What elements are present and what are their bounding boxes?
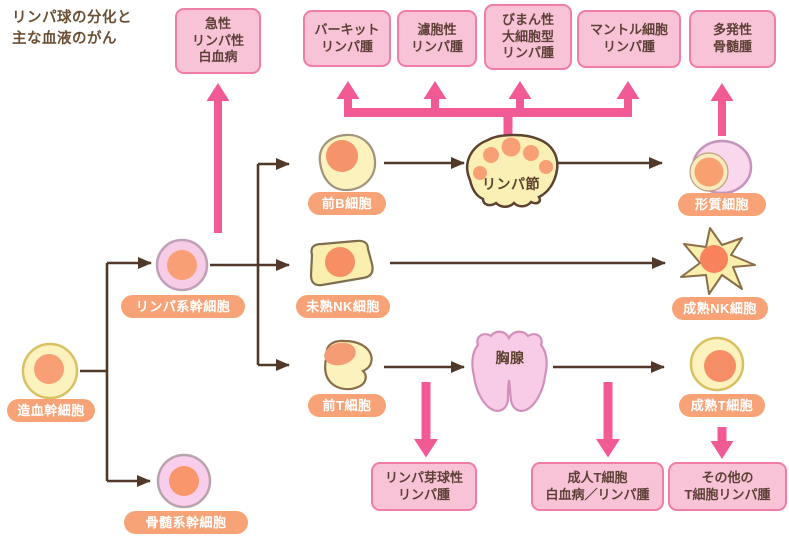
cancer-box-label: バーキット リンパ腫 bbox=[314, 21, 380, 54]
cancer-box-label: びまん性 大細胞型 リンパ腫 bbox=[501, 11, 554, 61]
cancer-box-label: マントル細胞 リンパ腫 bbox=[589, 22, 668, 54]
lineage-connectors bbox=[80, 157, 666, 487]
cancer-box-mantle-cell-lymphoma: マントル細胞 リンパ腫 bbox=[577, 10, 681, 68]
cancer-box-burkitt-lymphoma: バーキット リンパ腫 bbox=[303, 10, 391, 67]
diagram-title: リンパ球の分化と 主な血液のがん bbox=[12, 10, 132, 48]
lymphoid-stem-cell-icon bbox=[155, 238, 209, 292]
cancer-box-label: リンパ芽球性 リンパ腫 bbox=[384, 469, 463, 502]
mature-t-cell-icon bbox=[689, 336, 745, 392]
thymus-icon bbox=[471, 330, 548, 412]
cancer-box-multiple-myeloma: 多発性 骨髄腫 bbox=[689, 10, 776, 68]
arrow-to-other-t-cell-lymphoma bbox=[710, 427, 734, 459]
lymph-node-branch-line bbox=[344, 108, 632, 117]
label-mature-t-cell: 成熟T細胞 bbox=[679, 394, 765, 417]
label-immature-nk-cell: 未熟NK細胞 bbox=[296, 295, 390, 318]
arrow-to-acute-lymphoblastic-leukemia bbox=[206, 83, 230, 233]
arrow-to-burkitt-lymphoma bbox=[336, 81, 360, 117]
arrow-to-atll bbox=[596, 382, 620, 458]
label-thymus: 胸腺 bbox=[495, 350, 525, 366]
cancer-box-label: 多発性 骨髄腫 bbox=[712, 22, 752, 54]
label-myeloid-stem-cell: 骨髄系幹細胞 bbox=[124, 511, 248, 534]
label-lymphoid-stem-cell: リンパ系幹細胞 bbox=[121, 295, 245, 318]
cancer-box-label: その他の T細胞リンパ腫 bbox=[684, 469, 771, 502]
plasma-cell-icon bbox=[689, 139, 753, 195]
label-pre-b-cell: 前B細胞 bbox=[308, 192, 386, 215]
arrow-to-mantle-cell-lymphoma bbox=[616, 81, 640, 117]
label-hematopoietic-stem-cell: 造血幹細胞 bbox=[7, 399, 95, 422]
immature-nk-cell-icon bbox=[309, 239, 374, 287]
lymph-node-branch-stem bbox=[503, 112, 513, 139]
mature-nk-cell-icon bbox=[680, 227, 756, 295]
label-pre-t-cell: 前T細胞 bbox=[308, 394, 386, 417]
cancer-box-label: 成人T細胞 白血病／リンパ腫 bbox=[545, 469, 650, 502]
cancer-box-atll: 成人T細胞 白血病／リンパ腫 bbox=[531, 462, 664, 511]
cancer-box-follicular-lymphoma: 濾胞性 リンパ腫 bbox=[397, 10, 477, 67]
hematopoietic-stem-cell-icon bbox=[21, 342, 79, 400]
cancer-box-acute-lymphoblastic-leukemia: 急性 リンパ性 白血病 bbox=[175, 8, 261, 74]
cancer-box-label: 濾胞性 リンパ腫 bbox=[410, 21, 463, 54]
cancer-box-dlbcl: びまん性 大細胞型 リンパ腫 bbox=[484, 4, 572, 70]
lymph-node-icon bbox=[465, 133, 559, 208]
arrow-to-multiple-myeloma bbox=[710, 83, 734, 136]
pre-b-cell-icon bbox=[318, 133, 377, 192]
myeloid-stem-cell-icon bbox=[156, 453, 212, 509]
cancer-box-lymphoblastic-lymphoma: リンパ芽球性 リンパ腫 bbox=[371, 462, 477, 511]
arrow-to-follicular-lymphoma bbox=[423, 81, 447, 117]
pre-t-cell-icon bbox=[324, 339, 373, 391]
label-lymph-node: リンパ節 bbox=[482, 176, 540, 192]
label-mature-nk-cell: 成熟NK細胞 bbox=[672, 297, 768, 320]
cancer-box-other-t-cell-lymphoma: その他の T細胞リンパ腫 bbox=[668, 462, 787, 511]
arrow-to-dlbcl bbox=[508, 81, 532, 117]
arrow-to-lymphoblastic-lymphoma bbox=[414, 382, 438, 458]
label-plasma-cell: 形質細胞 bbox=[678, 193, 766, 216]
cancer-box-label: 急性 リンパ性 白血病 bbox=[191, 15, 244, 65]
